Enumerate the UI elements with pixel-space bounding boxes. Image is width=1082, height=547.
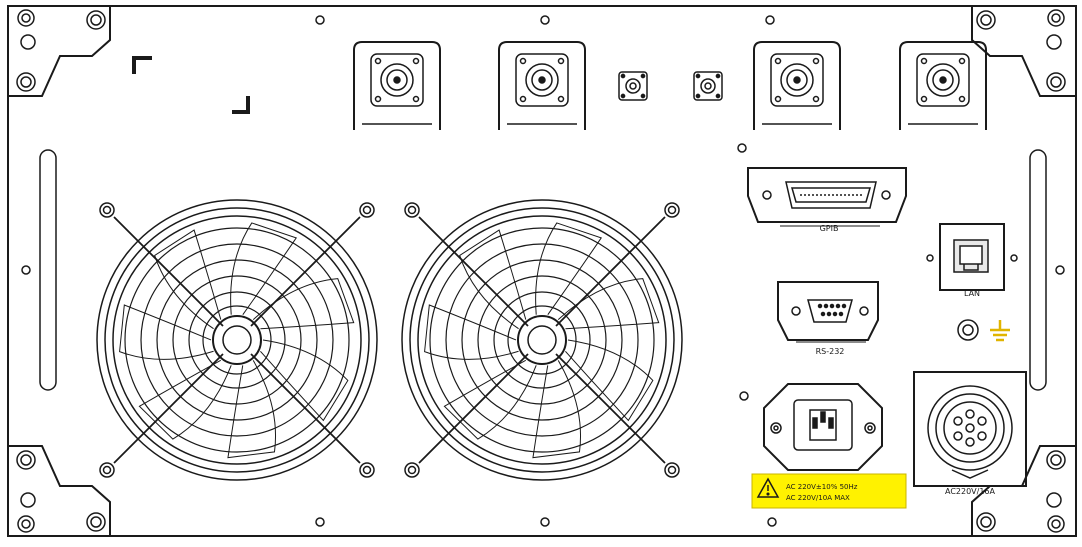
rs232-port[interactable]: RS-232 [777,281,879,356]
cooling-fan-left [96,199,378,481]
lan-label: LAN [964,289,980,298]
ac-power-inlet[interactable] [763,383,883,471]
ground-terminal[interactable] [957,319,979,341]
side-handle-right [1029,149,1047,391]
rf-connector-4[interactable] [899,41,987,130]
chassis-outline [7,5,1077,537]
warning-triangle-icon [756,477,780,498]
rs232-label: RS-232 [816,347,845,356]
corner-bracket-top-right [971,5,1077,97]
ac-16a-power-connector[interactable]: AC220V/16A [913,371,1027,496]
corner-bracket-top-left [7,5,111,97]
label-area-mark-top [132,56,152,74]
panel-screws [21,15,1065,527]
cooling-fan-right [401,199,683,481]
sma-connector-1[interactable] [618,71,648,101]
warning-text-line1: AC 220V±10% 50Hz [786,483,858,491]
gpib-port[interactable]: GPIB [747,167,907,233]
rf-connector-3[interactable] [753,41,841,130]
gpib-label: GPIB [820,224,839,233]
sma-connector-2[interactable] [693,71,723,101]
protective-earth-icon [990,320,1010,342]
label-area-mark-bottom [232,96,250,114]
warning-text-line2: AC 220V/10A MAX [786,494,850,502]
side-handle-left [39,149,57,391]
warning-sticker: AC 220V±10% 50Hz AC 220V/10A MAX [751,473,907,509]
rf-connector-2[interactable] [498,41,586,130]
ac-16a-label: AC220V/16A [945,487,996,496]
rf-connector-1[interactable] [353,41,441,130]
corner-bracket-bottom-left [7,445,111,537]
lan-port[interactable]: LAN [926,223,1018,298]
